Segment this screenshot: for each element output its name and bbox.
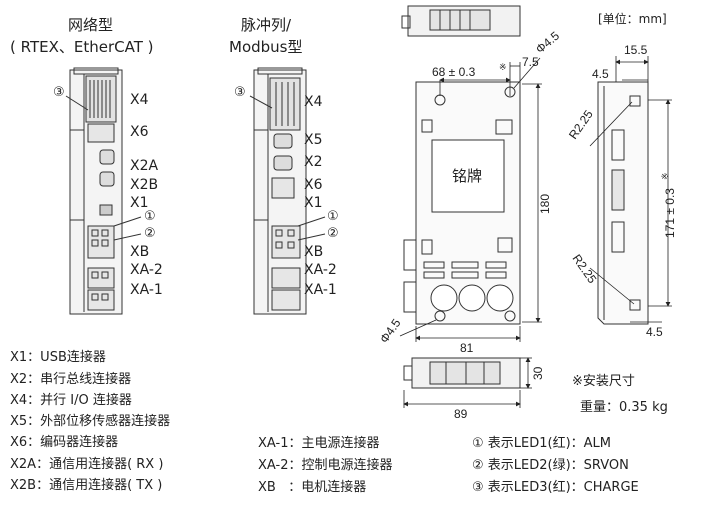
dim-180: 180	[538, 194, 552, 214]
dim-r-top: R2.25	[566, 107, 596, 142]
network-led1-callout: ①	[144, 209, 156, 224]
dim-89: 89	[454, 407, 468, 421]
legend-led3: ③ 表示LED3(红)：CHARGE	[472, 480, 639, 495]
legend-xb: XB ：电机连接器	[258, 480, 367, 495]
weight-note: 重量：0.35 kg	[580, 400, 668, 415]
legend-x5: X5：外部位移传感器连接器	[10, 414, 171, 429]
dim-171: 171 ± 0.3	[663, 188, 677, 238]
legend-x2a: X2A：通信用连接器( RX )	[10, 457, 164, 472]
network-connector-x1: X1	[130, 195, 149, 211]
pulse-connector-xa1: XA-1	[304, 282, 337, 298]
network-connector-x6: X6	[130, 124, 149, 140]
dim-7-5: 7.5	[522, 55, 539, 69]
network-connector-xa2: XA-2	[130, 262, 163, 278]
dim-68: 68 ± 0.3	[432, 65, 476, 79]
dim-81: 81	[460, 341, 474, 355]
pulse-connector-x1: X1	[304, 195, 323, 211]
network-type-title: 网络型	[68, 16, 114, 34]
legend-x6: X6：编码器连接器	[10, 435, 119, 450]
dimension-lines	[399, 56, 672, 408]
pulse-connector-x4: X4	[304, 94, 323, 110]
dim-r-bottom: R2.25	[570, 252, 600, 287]
legend-xa2: XA-2：控制电源连接器	[258, 458, 393, 473]
network-driver-front-view	[65, 67, 142, 315]
driver-top-view	[401, 5, 521, 37]
driver-outline-view	[403, 81, 521, 325]
pulse-connector-x5: X5	[304, 132, 323, 148]
nameplate-label: 铭牌	[452, 168, 482, 185]
driver-bottom-view	[403, 357, 521, 389]
network-led2-callout: ②	[144, 226, 156, 241]
pulse-connector-xa2: XA-2	[304, 262, 337, 278]
pulse-led2-callout: ②	[327, 226, 339, 241]
legend-led2: ② 表示LED2(绿)：SRVON	[472, 458, 629, 473]
network-connector-xa1: XA-1	[130, 282, 163, 298]
legend-led1: ① 表示LED1(红)：ALM	[472, 436, 612, 451]
dim-30: 30	[531, 366, 545, 380]
pulse-connector-x2: X2	[304, 154, 323, 170]
pulse-led3-callout: ③	[234, 85, 246, 100]
pulse-type-title: 脉冲列/	[241, 16, 292, 34]
legend-x4: X4：并行 I/O 连接器	[10, 393, 132, 408]
dim-phi-top: Φ4.5	[533, 28, 562, 56]
network-connector-x2a: X2A	[130, 158, 159, 174]
network-connector-xb: XB	[130, 244, 150, 260]
network-connector-x2b: X2B	[130, 177, 159, 193]
dim-phi-bottom: Φ4.5	[377, 316, 404, 346]
dim-68-star: ※	[499, 62, 507, 72]
legend-x2b: X2B：通信用连接器( TX )	[10, 478, 163, 493]
driver-side-view	[597, 81, 649, 325]
legend-xa1: XA-1：主电源连接器	[258, 436, 380, 451]
pulse-connector-x6: X6	[304, 177, 323, 193]
dim-4-5-top: 4.5	[592, 67, 609, 81]
pulse-connector-xb: XB	[304, 244, 324, 260]
legend-x1: X1：USB连接器	[10, 350, 106, 365]
dim-171-star: ※	[660, 172, 670, 180]
mount-size-note: ※安装尺寸	[572, 374, 635, 389]
dim-4-5-bottom: 4.5	[646, 325, 663, 339]
network-led3-callout: ③	[53, 85, 65, 100]
legend-x2: X2：串行总线连接器	[10, 372, 132, 387]
network-type-subtitle: ( RTEX、EtherCAT )	[10, 38, 154, 56]
pulse-driver-front-view	[249, 67, 326, 315]
network-connector-x4: X4	[130, 92, 149, 108]
pulse-led1-callout: ①	[327, 209, 339, 224]
pulse-type-subtitle: Modbus型	[229, 38, 303, 56]
dim-15-5: 15.5	[624, 43, 648, 57]
unit-label: [单位：mm]	[598, 12, 667, 26]
